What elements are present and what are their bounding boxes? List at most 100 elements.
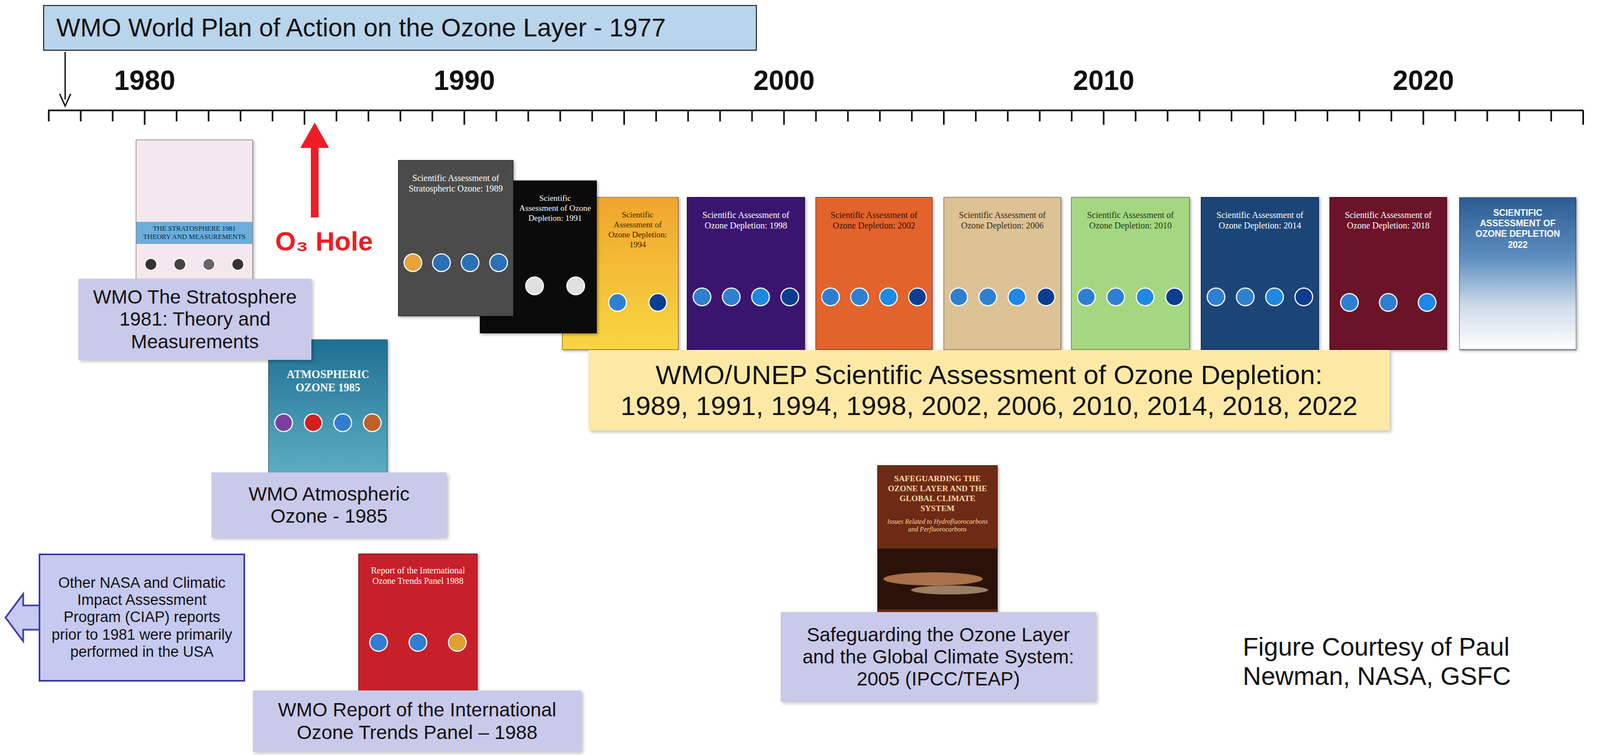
cover-text-area: Scientific Assessment of Ozone Depletion… <box>692 209 800 231</box>
cover-sky <box>877 548 998 610</box>
cover-title: Scientific Assessment of Stratospheric O… <box>403 172 508 194</box>
cover-text-area: Scientific Assessment of Ozone Depletion… <box>1206 209 1314 231</box>
year-tick <box>367 110 370 122</box>
agency-logo <box>649 293 667 312</box>
agency-logo <box>879 288 898 306</box>
note-box-text: Other NASA and Climatic Impact Assessmen… <box>46 574 237 661</box>
pointer-line <box>64 51 67 100</box>
report-cover: Scientific Assessment of Ozone Depletion… <box>1071 197 1190 351</box>
caption-box: Safeguarding the Ozone Layer and the Glo… <box>780 612 1096 702</box>
agency-logos <box>268 411 388 434</box>
cover-title: Scientific Assessment of Ozone Depletion… <box>518 193 592 224</box>
year-label: 2010 <box>1048 65 1159 98</box>
title-box: WMO World Plan of Action on the Ozone La… <box>43 4 757 51</box>
agency-logo <box>173 258 187 271</box>
year-tick <box>687 110 690 122</box>
agency-logo <box>1136 288 1154 306</box>
year-tick <box>431 110 434 122</box>
agency-logo <box>1165 288 1184 306</box>
summary-band-text: 1989, 1991, 1994, 1998, 2002, 2006, 2010… <box>620 390 1358 422</box>
caption-box-text: Safeguarding the Ozone Layer and the Glo… <box>791 623 1085 691</box>
agency-logo <box>978 288 997 306</box>
agency-logo <box>334 414 352 432</box>
cover-text-area: Scientific Assessment of Ozone Depletion… <box>820 209 927 231</box>
report-cover: THE STRATOSPHERE 1981 THEORY AND MEASURE… <box>135 139 253 291</box>
agency-logo <box>751 288 770 306</box>
caption-box: WMO Atmospheric Ozone - 1985 <box>211 472 447 538</box>
caption-box: WMO Report of the International Ozone Tr… <box>252 690 582 752</box>
agency-logo <box>1008 288 1026 306</box>
agency-logo <box>949 288 968 306</box>
agency-logos <box>358 631 478 654</box>
year-tick <box>846 110 849 122</box>
agency-logos <box>136 256 253 273</box>
cover-title: Scientific Assessment of Ozone Depletion… <box>692 209 800 231</box>
cover-text-area: Report of the International Ozone Trends… <box>363 565 473 587</box>
year-tick <box>1103 110 1105 125</box>
year-tick <box>1166 110 1169 122</box>
year-tick <box>1550 110 1552 122</box>
year-tick <box>239 110 242 122</box>
agency-logo <box>1265 288 1284 306</box>
year-tick <box>1326 110 1329 122</box>
agency-logo <box>850 288 869 306</box>
agency-logo <box>432 253 451 272</box>
cover-cloud <box>883 572 983 586</box>
year-tick <box>175 110 178 122</box>
report-cover: Scientific Assessment of Ozone Depletion… <box>1200 197 1319 351</box>
agency-logo <box>1418 293 1437 312</box>
report-cover: Scientific Assessment of Ozone Depletion… <box>1329 197 1448 351</box>
agency-logo <box>1236 288 1255 306</box>
agency-logos <box>687 285 805 309</box>
cover-title: ATMOSPHERIC OZONE 1985 <box>273 367 383 395</box>
year-tick <box>112 110 114 122</box>
agency-logo <box>448 633 466 652</box>
agency-logo <box>369 633 388 652</box>
agency-logo <box>409 633 427 652</box>
cover-text-area: SAFEGUARDING THE OZONE LAYER AND THE GLO… <box>882 473 993 534</box>
cover-title: Report of the International Ozone Trends… <box>363 565 473 587</box>
year-tick <box>1390 110 1393 122</box>
report-cover: SCIENTIFIC ASSESSMENT OF OZONE DEPLETION… <box>1459 197 1577 351</box>
year-tick <box>303 110 306 125</box>
cover-title: Scientific Assessment of Ozone Depletion… <box>949 209 1056 231</box>
year-tick <box>1358 110 1361 122</box>
year-label: 2000 <box>728 65 840 98</box>
year-tick <box>463 110 466 125</box>
year-tick <box>910 110 913 122</box>
agency-logos <box>1071 285 1190 309</box>
year-tick <box>1071 110 1073 122</box>
year-tick <box>335 110 338 122</box>
agency-logo <box>404 253 422 272</box>
agency-logo <box>781 288 799 306</box>
year-tick <box>1454 110 1456 122</box>
year-tick <box>1582 110 1584 125</box>
year-tick <box>48 110 50 122</box>
agency-logo <box>202 258 215 271</box>
cover-cloud <box>910 585 989 595</box>
agency-logos <box>816 285 932 309</box>
year-tick <box>80 110 82 122</box>
agency-logo <box>231 258 245 271</box>
year-tick <box>751 110 754 122</box>
year-tick <box>1134 110 1137 122</box>
note-box: Other NASA and Climatic Impact Assessmen… <box>38 553 246 682</box>
agency-logo <box>1106 288 1125 306</box>
cover-title: Scientific Assessment of Ozone Depletion… <box>1334 209 1442 231</box>
year-tick <box>1262 110 1265 125</box>
cover-text-area: Scientific Assessment of Ozone Depletion… <box>1076 209 1185 231</box>
agency-logo <box>1340 293 1359 312</box>
pointer-head <box>59 93 71 107</box>
agency-logo <box>1379 293 1398 312</box>
year-tick <box>1422 110 1425 125</box>
summary-band: WMO/UNEP Scientific Assessment of Ozone … <box>588 350 1390 431</box>
agency-logo <box>1295 288 1313 306</box>
agency-logo <box>908 288 927 306</box>
cover-text-area: Scientific Assessment of Stratospheric O… <box>403 172 508 194</box>
year-tick <box>1198 110 1201 122</box>
agency-logos <box>597 291 678 314</box>
cover-title: Scientific Assessment of Ozone Depletion… <box>602 209 674 250</box>
agency-logos <box>1201 285 1319 309</box>
ozone-hole-label: O₃ Hole <box>266 226 383 257</box>
year-label: 1990 <box>409 65 520 98</box>
